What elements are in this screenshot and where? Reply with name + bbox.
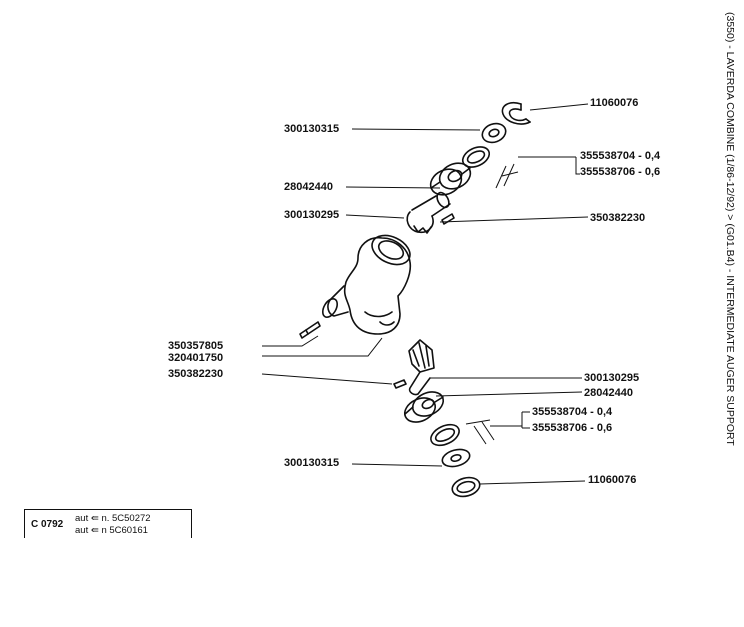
page-title-vertical: (3550) - LAVERDA COMBINE (1/86-12/92) > …	[724, 12, 736, 492]
leader-lines	[261, 103, 589, 485]
lower-key	[393, 379, 407, 389]
upper-washer	[481, 122, 507, 144]
serial-code: C 0792	[31, 519, 64, 530]
part-label-355538704-bottom: 355538704 - 0,4	[532, 406, 613, 418]
part-label-355538706-top: 355538706 - 0,6	[580, 166, 661, 178]
part-label-350357805: 350357805	[168, 340, 224, 352]
part-label-28042440-top: 28042440	[284, 181, 333, 193]
part-label-300130315-top: 300130315	[284, 123, 340, 135]
part-label-320401750: 320401750	[168, 352, 224, 364]
part-label-300130295-bottom: 300130295	[584, 372, 640, 384]
grease-nipple	[299, 321, 321, 339]
part-label-28042440-bottom: 28042440	[584, 387, 633, 399]
part-label-300130315-bottom: 300130315	[284, 457, 340, 469]
lower-bearing	[403, 391, 445, 423]
serial-number-box: C 0792 aut ⇚ n. 5C50272 aut ⇚ n 5C60161	[24, 509, 192, 538]
part-label-11060076-top: 11060076	[590, 97, 639, 109]
upper-bearing	[429, 162, 472, 196]
serial-range-line: aut ⇚ n 5C60161	[75, 525, 148, 536]
lower-washer	[441, 448, 471, 468]
support-housing	[321, 234, 412, 335]
upper-shim	[461, 146, 491, 168]
part-label-355538704-top: 355538704 - 0,4	[580, 150, 661, 162]
lower-gear-shaft	[408, 339, 435, 396]
page-title: (3550) - LAVERDA COMBINE (1/86-12/92) > …	[724, 12, 736, 446]
upper-gear-shaft	[406, 191, 455, 234]
part-label-350382230-bottom: 350382230	[168, 368, 224, 380]
upper-snap-ring	[501, 101, 531, 125]
part-label-11060076-bottom: 11060076	[588, 474, 637, 486]
lower-shim	[430, 423, 460, 447]
part-label-350382230-top: 350382230	[590, 212, 646, 224]
serial-range-line: aut ⇚ n. 5C50272	[75, 513, 151, 524]
part-label-300130295-top: 300130295	[284, 209, 340, 221]
part-label-355538706-bottom: 355538706 - 0,6	[532, 422, 613, 434]
lower-snap-ring	[451, 476, 481, 498]
